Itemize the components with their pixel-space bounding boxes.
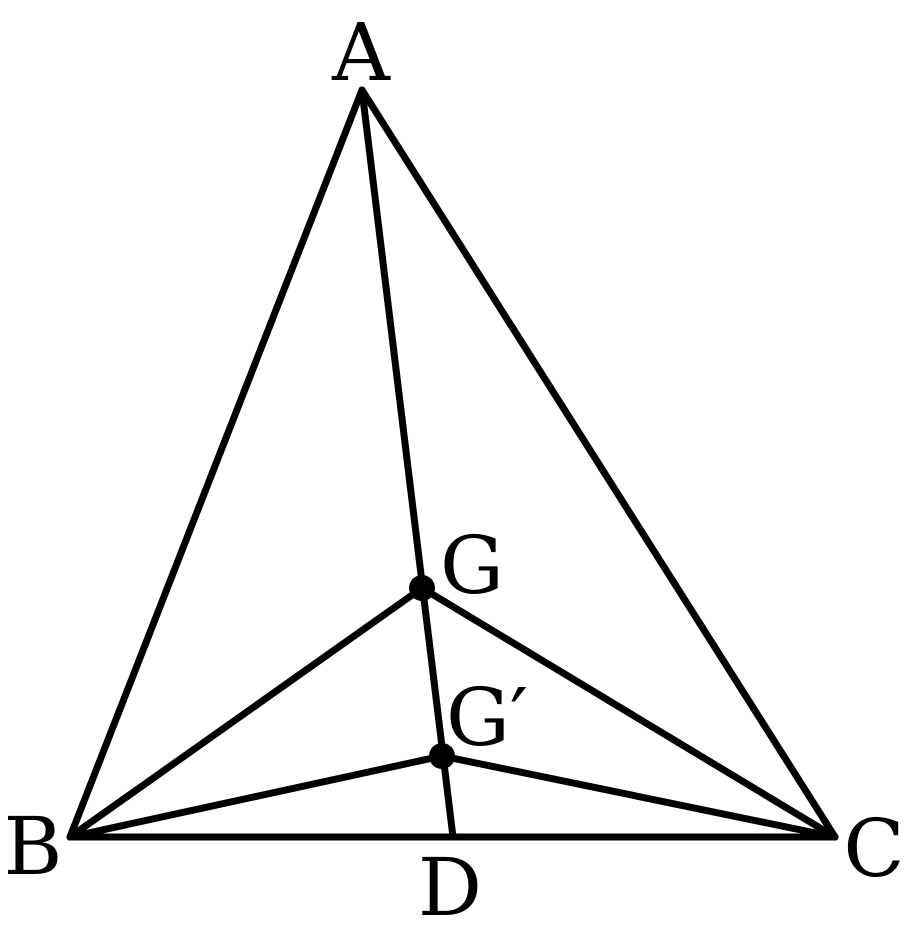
segment-CG [418,584,839,841]
label-G: G [440,519,504,612]
point-G [409,575,435,601]
point-G-prime [429,743,455,769]
label-C: C [843,802,904,895]
label-A: A [331,6,391,99]
segment-CG-prime [438,752,839,841]
segment-BG-prime [66,752,446,841]
label-B: B [4,800,63,893]
segment-AB [66,86,366,841]
label-D: D [418,841,482,934]
segment-BG [66,584,426,841]
segment-AD [358,86,457,841]
segment-AC [358,86,839,841]
label-G-prime: G′ [446,671,528,764]
